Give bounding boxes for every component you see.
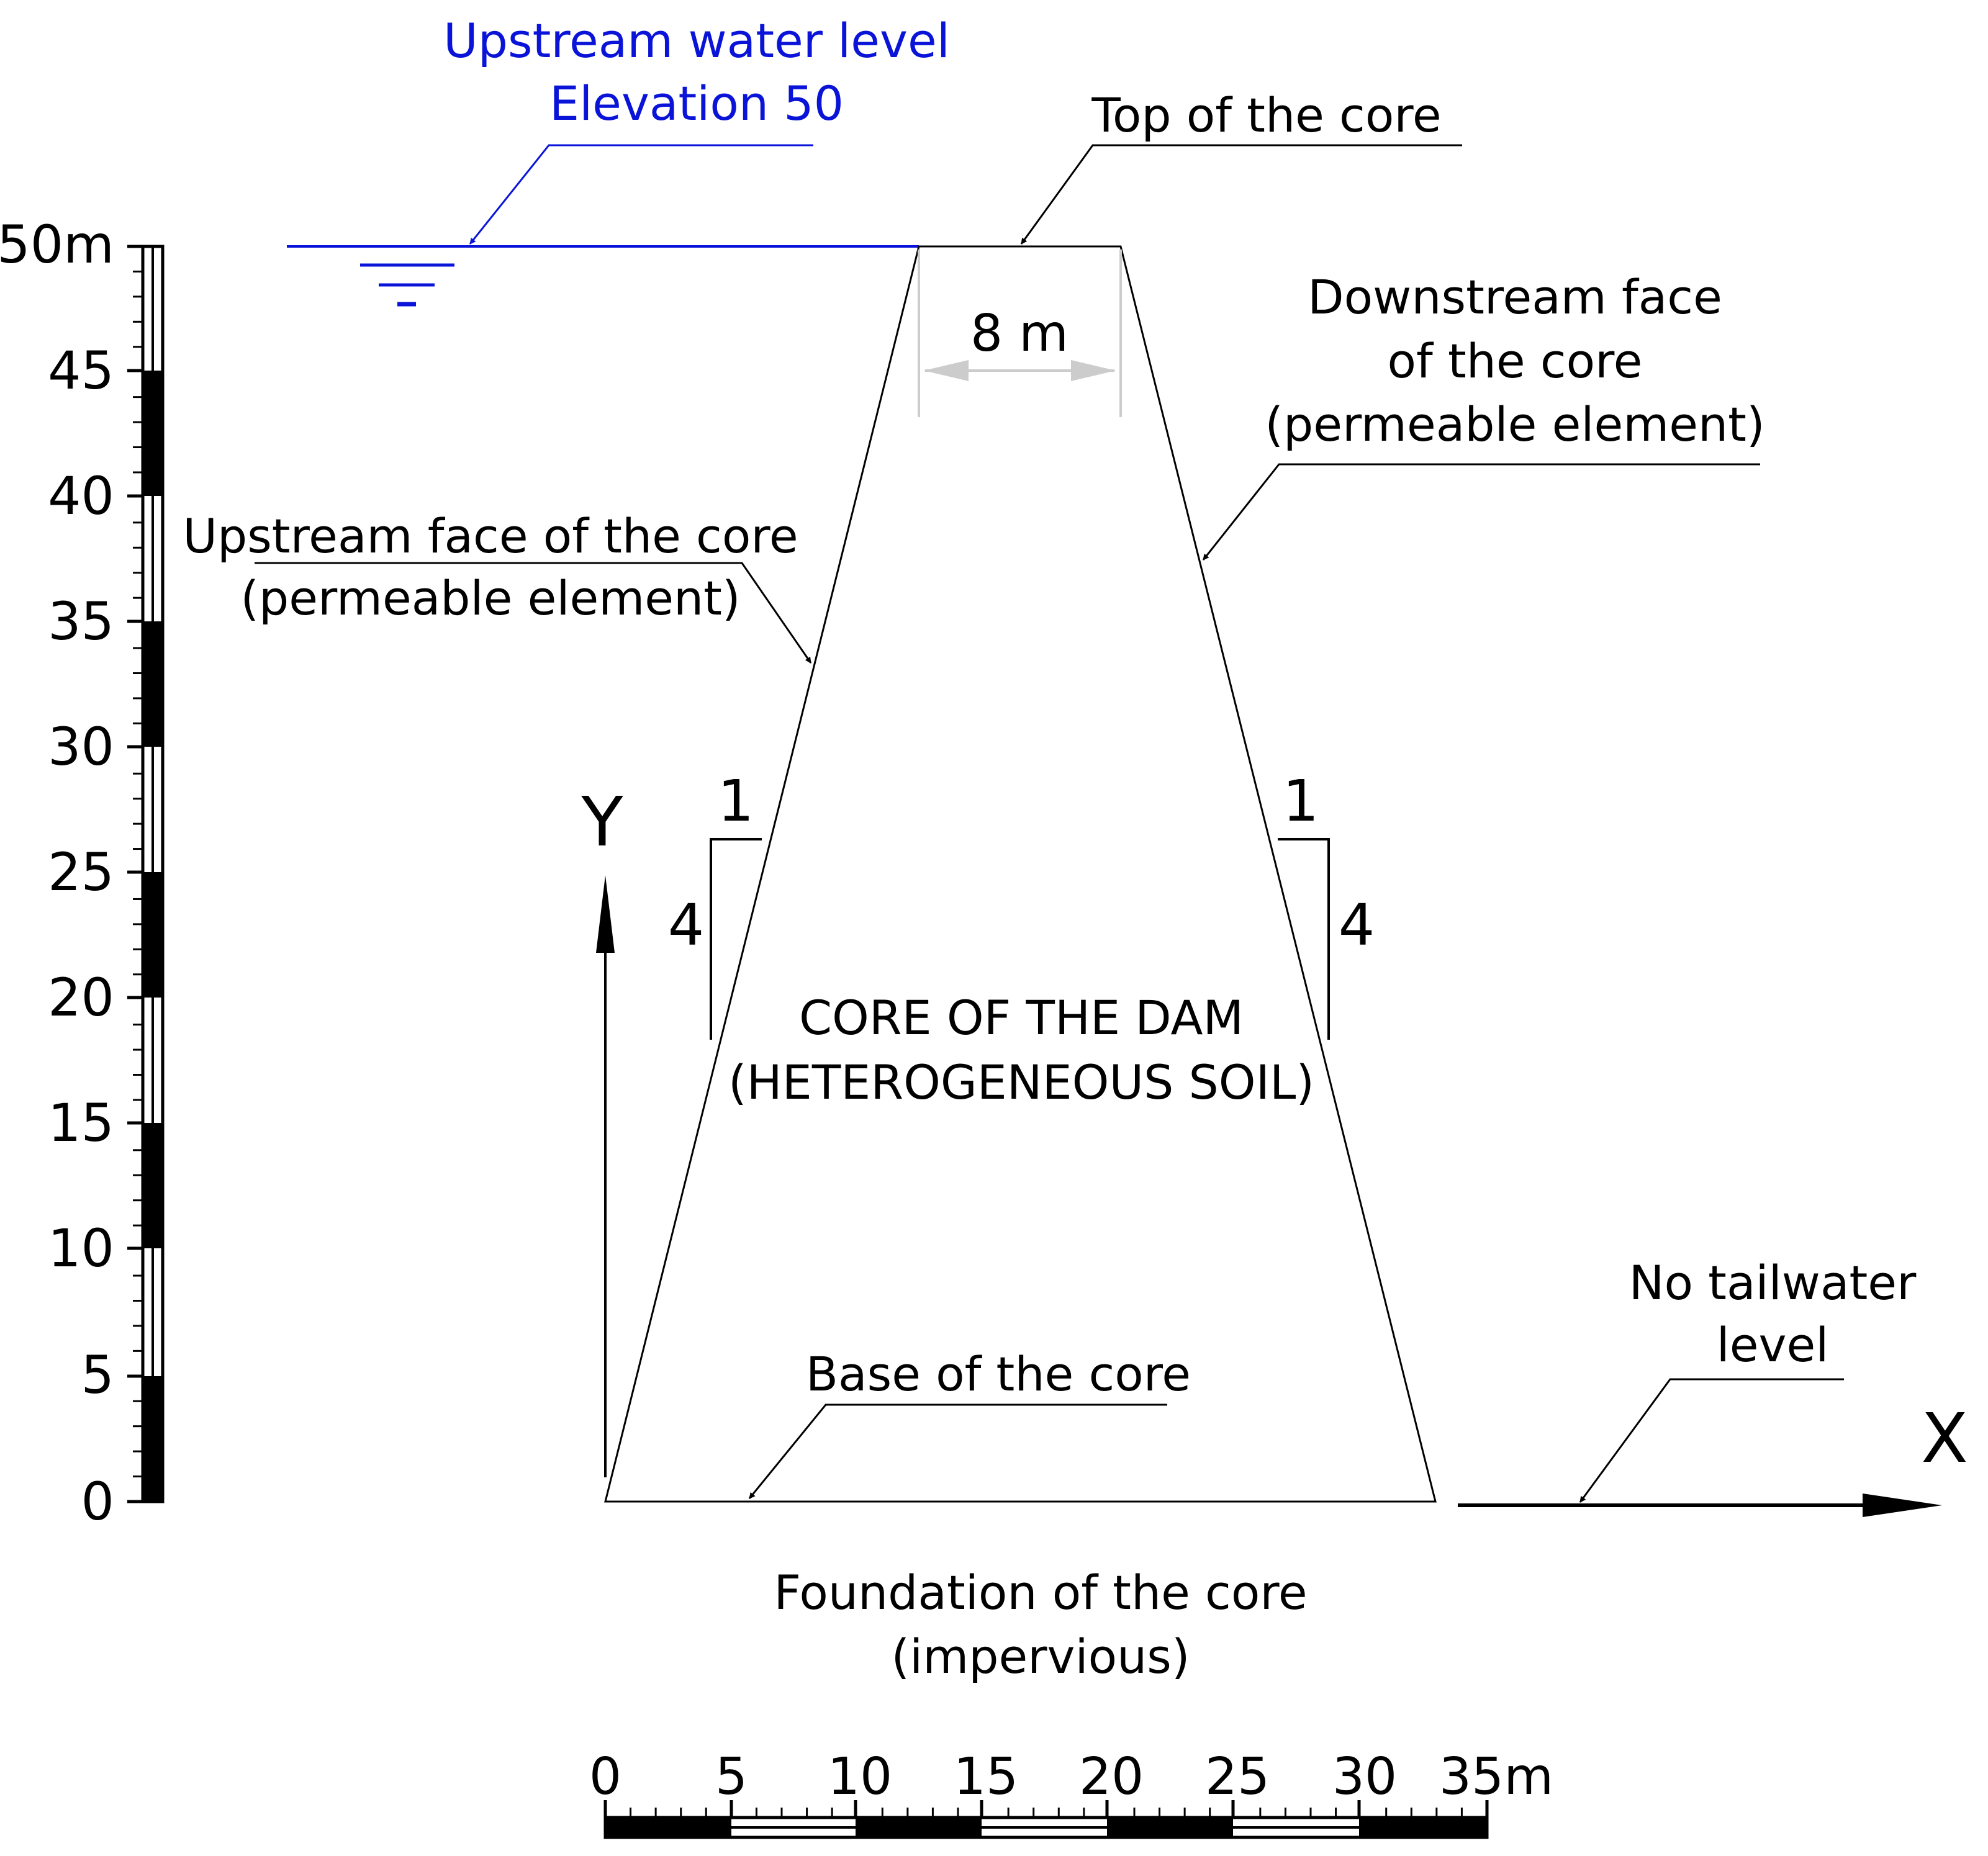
right-slope-run-label: 1	[1283, 768, 1319, 834]
foundation-label-line2: (impervious)	[891, 1629, 1190, 1684]
downstream-face-label-line2: of the core	[1388, 333, 1643, 389]
dam-core-outline	[604, 245, 1437, 1503]
top-of-core-leader-line	[1020, 144, 1462, 245]
vscale-tick-20: 20	[48, 967, 114, 1028]
left-slope-rise-label: 4	[668, 892, 705, 958]
x-axis-label: X	[1921, 1399, 1968, 1478]
vscale-tick-40: 40	[48, 466, 114, 526]
upstream-face-label-line1: Upstream face of the core	[183, 508, 798, 564]
vscale-black-segment	[143, 371, 163, 496]
hscale-tick-30: 30	[1332, 1747, 1397, 1806]
vscale-tick-35: 35	[48, 591, 114, 652]
vertical-scale-bar: 50m 45 40 35 30 25 20 15 10 5 0	[0, 214, 165, 1532]
upstream-face-label-line2: (permeable element)	[240, 570, 740, 626]
right-slope-rise-label: 4	[1339, 892, 1375, 958]
core-label-line1: CORE OF THE DAM	[799, 990, 1244, 1045]
x-axis-arrowhead-icon	[1863, 1493, 1942, 1517]
hscale-tick-25: 25	[1205, 1747, 1270, 1806]
no-tailwater-label-line1: No tailwater	[1629, 1255, 1917, 1310]
water-level-leader-line	[469, 144, 813, 245]
no-tailwater-label-line2: level	[1717, 1317, 1829, 1372]
vscale-tick-5: 5	[81, 1345, 114, 1405]
hscale-tick-20: 20	[1079, 1747, 1144, 1806]
base-of-core-label: Base of the core	[806, 1346, 1191, 1402]
hscale-tick-0: 0	[589, 1747, 621, 1806]
left-slope-run-label: 1	[718, 768, 754, 834]
vscale-black-segment	[143, 1123, 163, 1248]
upstream-water-level: Upstream water level Elevation 50	[287, 13, 950, 307]
crest-width-dimension	[918, 250, 1122, 417]
water-level-symbol-icon	[360, 263, 454, 307]
vscale-tick-25: 25	[48, 842, 114, 903]
vscale-tick-45: 45	[48, 340, 114, 401]
right-slope-indicator: 1 4	[1278, 768, 1375, 1040]
hscale-tick-10: 10	[828, 1747, 892, 1806]
downstream-face-leader-line	[1202, 463, 1760, 561]
vscale-tick-10: 10	[48, 1218, 114, 1279]
vscale-tick-0: 0	[81, 1471, 114, 1532]
no-tailwater-leader-line	[1579, 1378, 1844, 1503]
vscale-black-segment	[143, 621, 163, 747]
horizontal-scale-bar: 0 5 10 15 20 25 30 35m	[589, 1747, 1553, 1839]
hscale-tick-35m: 35m	[1439, 1747, 1553, 1806]
hscale-black-segment	[1359, 1818, 1487, 1837]
x-axis: X	[1458, 1399, 1968, 1517]
hscale-tick-5: 5	[715, 1747, 748, 1806]
left-slope-indicator: 1 4	[668, 768, 762, 1040]
elevation-label: Elevation 50	[549, 76, 844, 131]
hscale-black-segment	[856, 1818, 982, 1837]
y-axis-label: Y	[581, 782, 623, 862]
foundation-label-line1: Foundation of the core	[774, 1565, 1307, 1620]
vscale-black-segment	[143, 872, 163, 998]
core-label-line2: (HETEROGENEOUS SOIL)	[728, 1055, 1314, 1110]
y-axis-arrowhead-icon	[596, 875, 615, 953]
downstream-face-label-line3: (permeable element)	[1265, 397, 1764, 452]
hscale-tick-15: 15	[954, 1747, 1018, 1806]
upstream-water-level-label: Upstream water level	[443, 13, 950, 68]
top-of-core-label: Top of the core	[1091, 88, 1441, 143]
vscale-tick-30: 30	[48, 716, 114, 777]
y-axis: Y	[581, 782, 623, 1477]
downstream-face-label-line1: Downstream face	[1308, 269, 1722, 325]
vscale-tick-15: 15	[48, 1092, 114, 1153]
crest-width-label: 8 m	[970, 304, 1069, 363]
upstream-face-leader-line	[255, 562, 812, 664]
base-of-core-leader-line	[748, 1403, 1167, 1499]
vscale-tick-50: 50m	[0, 214, 114, 275]
vscale-black-segment	[143, 1376, 163, 1502]
hscale-black-segment	[1107, 1818, 1233, 1837]
hscale-black-segment	[605, 1818, 731, 1837]
